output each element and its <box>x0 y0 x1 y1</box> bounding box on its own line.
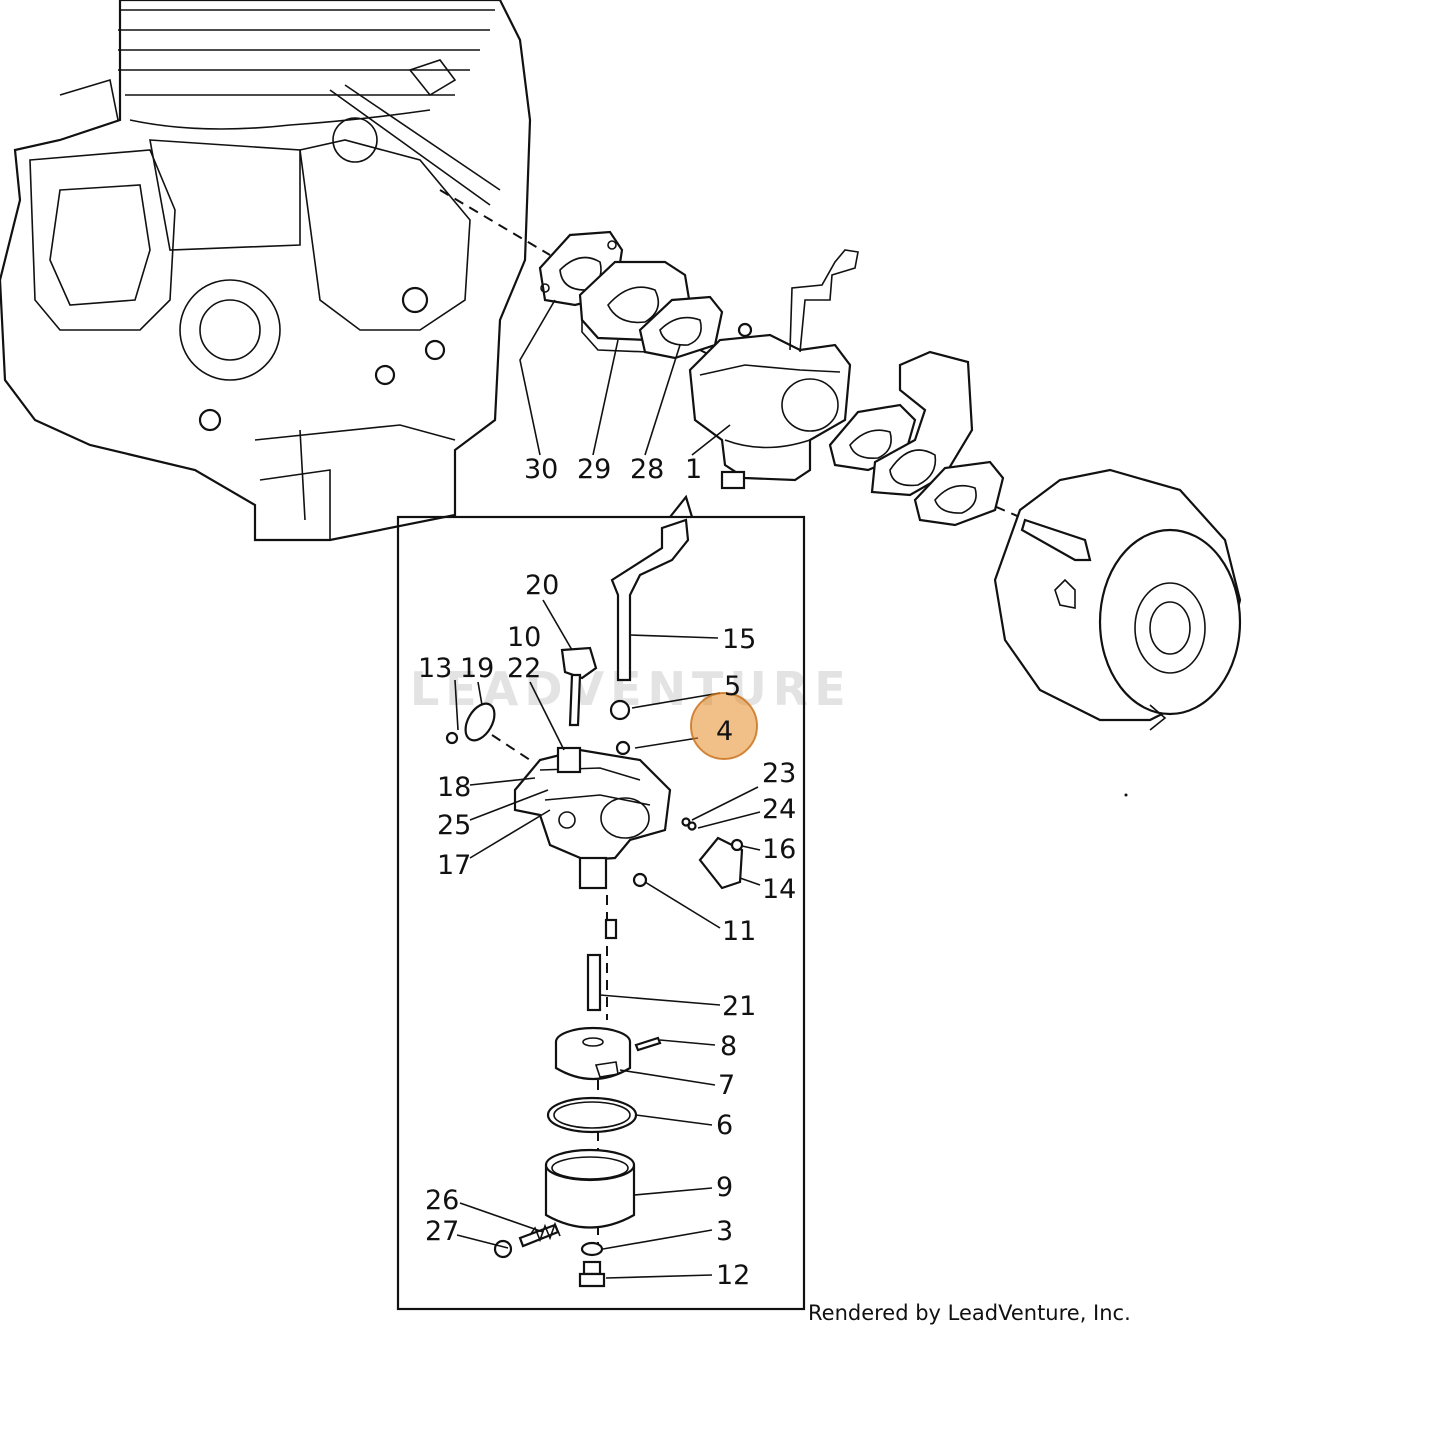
callout-26[interactable]: 26 <box>425 1185 459 1216</box>
callout-27[interactable]: 27 <box>425 1216 459 1247</box>
callout-17[interactable]: 17 <box>437 850 471 881</box>
callout-24[interactable]: 24 <box>762 794 796 825</box>
callout-8[interactable]: 8 <box>720 1031 737 1062</box>
callout-1[interactable]: 1 <box>685 454 702 485</box>
part-26-27-screw-spring <box>493 1221 561 1259</box>
carburetor-body <box>513 746 672 890</box>
callout-4[interactable]: 4 <box>716 716 733 747</box>
part-5-nut <box>609 699 631 721</box>
highlight-marker <box>690 692 758 760</box>
gasket-right-b <box>913 460 1005 527</box>
callout-21[interactable]: 21 <box>722 991 756 1022</box>
callout-13[interactable]: 13 <box>418 653 452 684</box>
callout-23[interactable]: 23 <box>762 758 796 789</box>
exploded-view-frame <box>396 515 806 1311</box>
callout-16[interactable]: 16 <box>762 834 796 865</box>
air-cleaner-bracket <box>870 350 974 497</box>
engine-block <box>0 0 532 542</box>
part-12-bolt <box>578 1260 606 1288</box>
callout-30[interactable]: 30 <box>524 454 558 485</box>
part-11-screw <box>632 872 648 888</box>
gasket-28 <box>638 295 724 360</box>
part-14-cover <box>698 836 744 890</box>
callout-28[interactable]: 28 <box>630 454 664 485</box>
callout-6[interactable]: 6 <box>716 1110 733 1141</box>
callout-9[interactable]: 9 <box>716 1172 733 1203</box>
part-3-washer <box>580 1241 604 1257</box>
callout-14[interactable]: 14 <box>762 874 796 905</box>
part-4-washer <box>615 740 631 756</box>
part-6-gasket <box>546 1096 638 1134</box>
callout-labels: 30 29 28 1 20 10 15 13 19 22 5 4 23 18 2… <box>418 454 796 1291</box>
part-9-float-bowl <box>544 1148 636 1229</box>
leader-lines <box>454 299 761 1279</box>
callout-18[interactable]: 18 <box>437 772 471 803</box>
carburetor-assembly <box>688 249 859 490</box>
callout-5[interactable]: 5 <box>724 671 741 702</box>
callout-12[interactable]: 12 <box>716 1260 750 1291</box>
callout-25[interactable]: 25 <box>437 810 471 841</box>
callout-3[interactable]: 3 <box>716 1216 733 1247</box>
callout-7[interactable]: 7 <box>718 1070 735 1101</box>
part-21-nozzle <box>586 953 602 1012</box>
throttle-shaft-15 <box>610 518 690 682</box>
air-cleaner <box>993 468 1242 731</box>
callout-29[interactable]: 29 <box>577 454 611 485</box>
callout-19[interactable]: 19 <box>460 653 494 684</box>
choke-lever-20 <box>560 646 598 727</box>
part-7-float <box>554 1026 632 1081</box>
callout-10[interactable]: 10 <box>507 622 541 653</box>
callout-20[interactable]: 20 <box>525 570 559 601</box>
callout-11[interactable]: 11 <box>722 916 756 947</box>
part-19-plate <box>464 702 496 742</box>
render-credit: Rendered by LeadVenture, Inc. <box>808 1301 1131 1325</box>
callout-15[interactable]: 15 <box>722 624 756 655</box>
callout-22[interactable]: 22 <box>507 653 541 684</box>
part-13-screw <box>445 731 459 745</box>
